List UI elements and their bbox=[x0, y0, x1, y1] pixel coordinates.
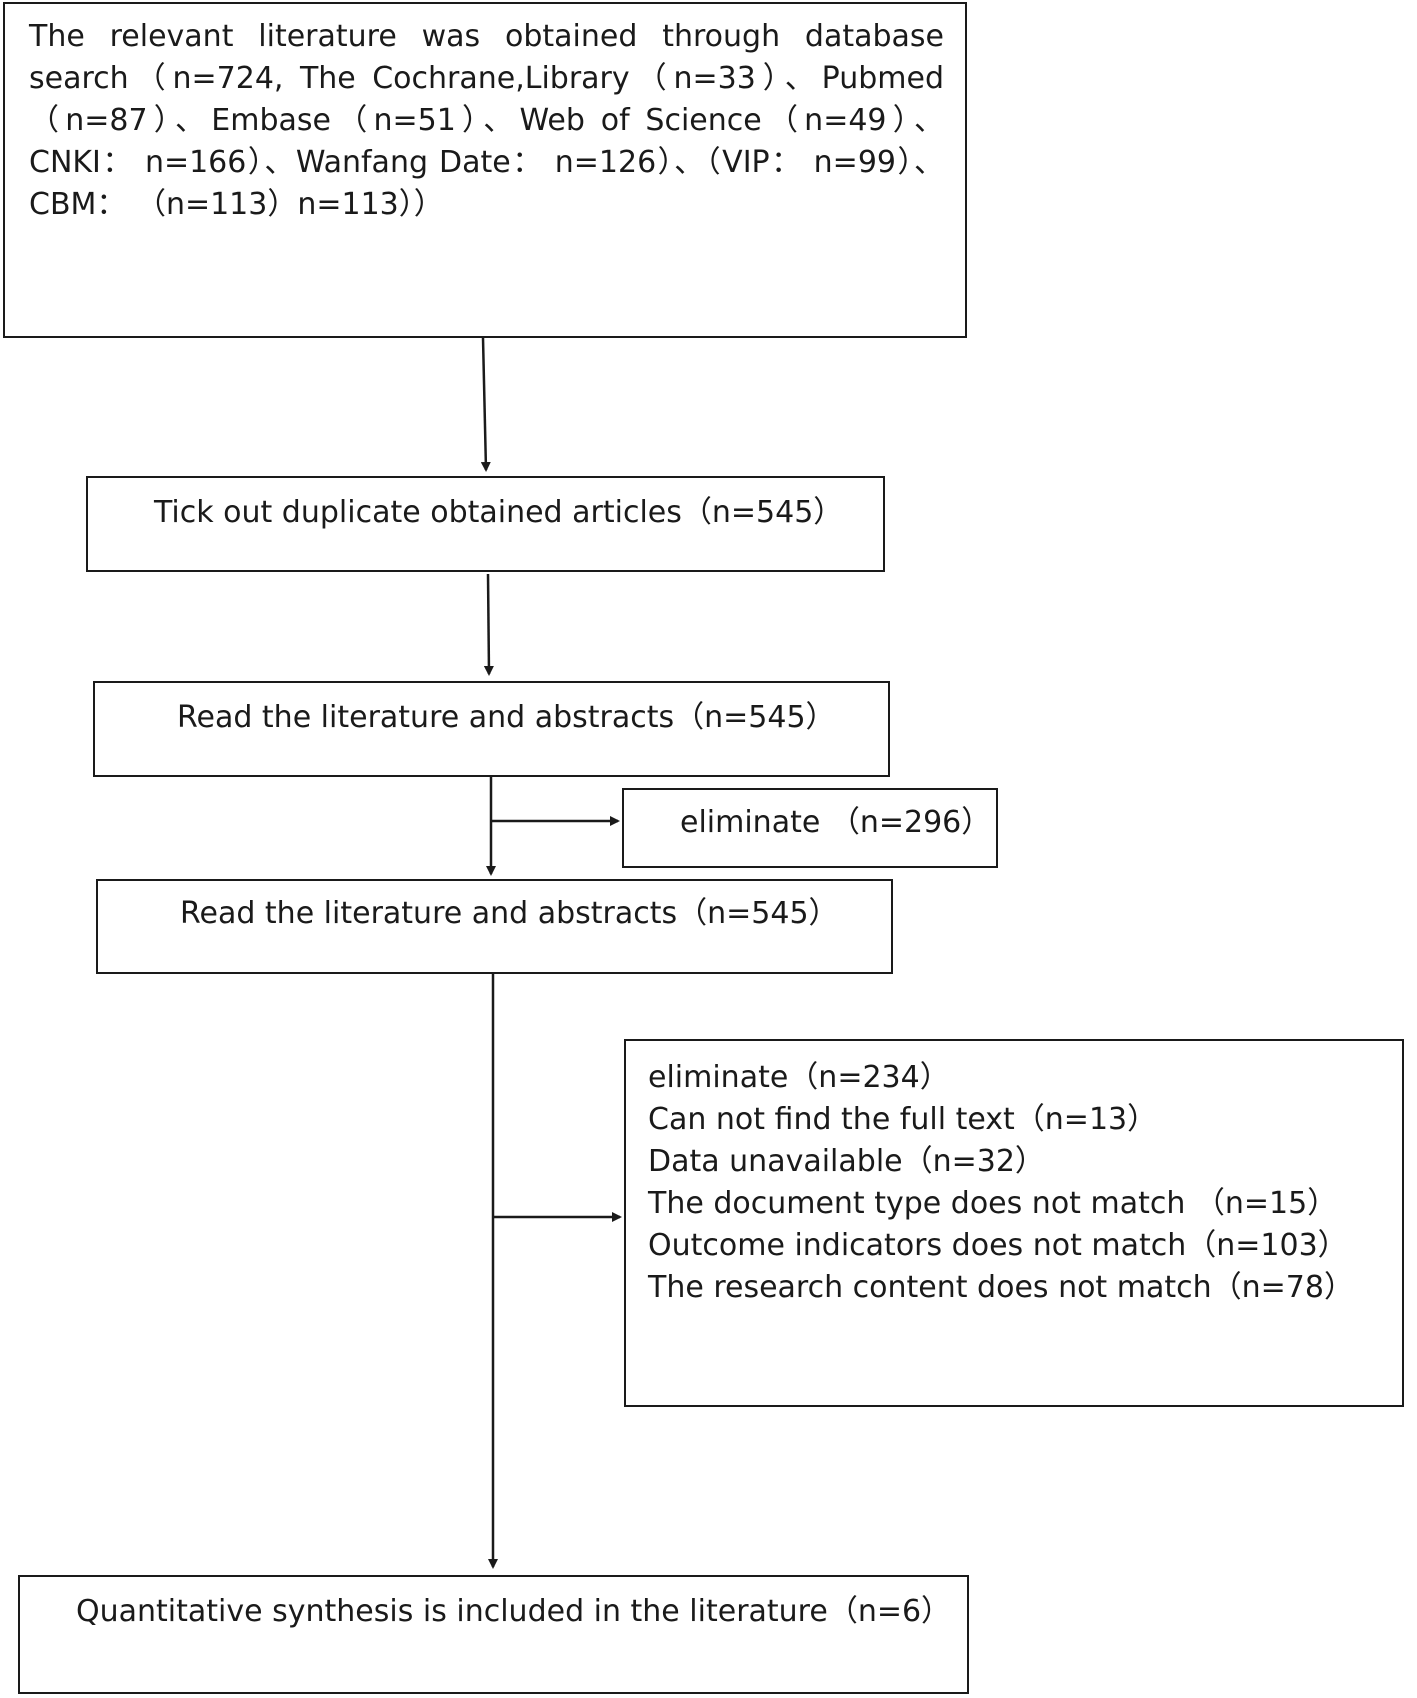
eliminate-reasons-list: eliminate（n=234） Can not find the full t… bbox=[648, 1057, 1354, 1309]
arrow-search-to-duplicates bbox=[480, 337, 491, 472]
quantitative-synthesis-box: Quantitative synthesis is included in th… bbox=[18, 1575, 969, 1694]
eliminate-text-1: eliminate （n=296） bbox=[680, 805, 992, 840]
read-abstracts-box-2: Read the literature and abstracts（n=545） bbox=[96, 879, 893, 974]
reason-research-content: The research content does not match（n=78… bbox=[648, 1270, 1354, 1305]
read-abstracts-box-1: Read the literature and abstracts（n=545） bbox=[93, 681, 890, 777]
eliminate-total: eliminate（n=234） bbox=[648, 1060, 950, 1095]
reason-data-unavailable: Data unavailable（n=32） bbox=[648, 1144, 1045, 1179]
quantitative-synthesis-text: Quantitative synthesis is included in th… bbox=[76, 1594, 952, 1629]
eliminate-box-1: eliminate （n=296） bbox=[622, 788, 998, 868]
search-results-box: The relevant literature was obtained thr… bbox=[3, 2, 967, 338]
duplicates-removed-box: Tick out duplicate obtained articles（n=5… bbox=[86, 476, 885, 572]
arrow-duplicates-to-read-1 bbox=[483, 573, 494, 676]
reason-document-type: The document type does not match （n=15） bbox=[648, 1186, 1338, 1221]
read-abstracts-text-2: Read the literature and abstracts（n=545） bbox=[180, 896, 839, 931]
read-abstracts-text-1: Read the literature and abstracts（n=545） bbox=[177, 700, 836, 735]
duplicates-removed-text: Tick out duplicate obtained articles（n=5… bbox=[154, 495, 844, 530]
reason-outcome-indicators: Outcome indicators does not match（n=103） bbox=[648, 1228, 1348, 1263]
eliminate-reasons-box: eliminate（n=234） Can not find the full t… bbox=[624, 1039, 1404, 1407]
search-results-text: The relevant literature was obtained thr… bbox=[29, 19, 944, 222]
reason-no-full-text: Can not find the full text（n=13） bbox=[648, 1102, 1158, 1137]
